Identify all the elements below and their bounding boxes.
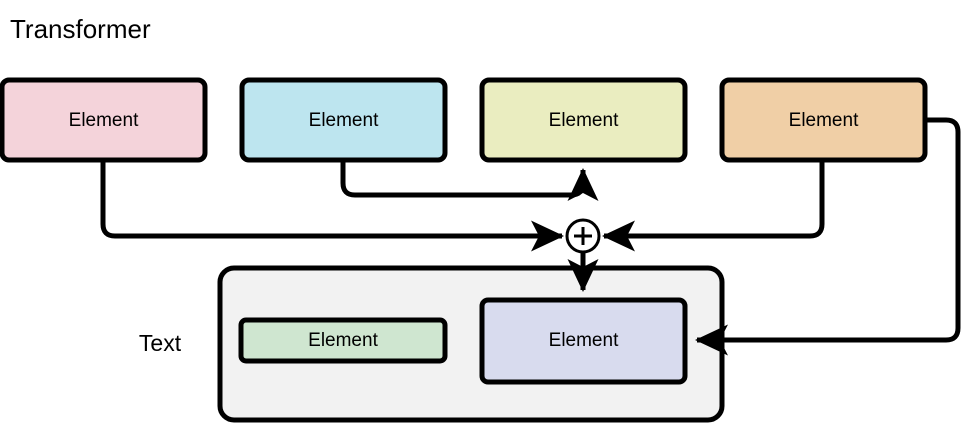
sum-operator-node[interactable] bbox=[565, 218, 601, 254]
edge-element4-to-sum bbox=[601, 160, 825, 252]
node-element-1[interactable]: Element bbox=[0, 77, 208, 163]
node-element-2-label: Element bbox=[309, 110, 379, 131]
group-label-text: Text bbox=[139, 330, 182, 356]
node-element-1-rect[interactable] bbox=[0, 77, 208, 163]
node-element-2-rect[interactable] bbox=[239, 77, 448, 163]
edge-element1-to-sum bbox=[100, 160, 565, 252]
node-element-3-label: Element bbox=[549, 110, 619, 131]
node-element-5[interactable]: Element bbox=[238, 317, 448, 364]
edge-element4-to-element6 bbox=[694, 117, 961, 356]
node-element-3-rect[interactable] bbox=[479, 77, 688, 163]
node-element-6-rect[interactable] bbox=[479, 297, 688, 385]
node-element-5-label: Element bbox=[308, 330, 378, 351]
node-element-4[interactable]: Element bbox=[719, 77, 928, 163]
node-element-6[interactable]: Element bbox=[479, 297, 688, 385]
edge-element2-to-element3 bbox=[340, 160, 599, 201]
node-element-5-rect[interactable] bbox=[238, 317, 448, 364]
diagram-title: Transformer bbox=[10, 14, 151, 44]
node-element-1-label: Element bbox=[69, 110, 139, 131]
node-element-4-rect[interactable] bbox=[719, 77, 928, 163]
node-element-3[interactable]: Element bbox=[479, 77, 688, 163]
node-element-4-label: Element bbox=[789, 110, 859, 131]
node-element-2[interactable]: Element bbox=[239, 77, 448, 163]
node-element-6-label: Element bbox=[549, 330, 619, 351]
